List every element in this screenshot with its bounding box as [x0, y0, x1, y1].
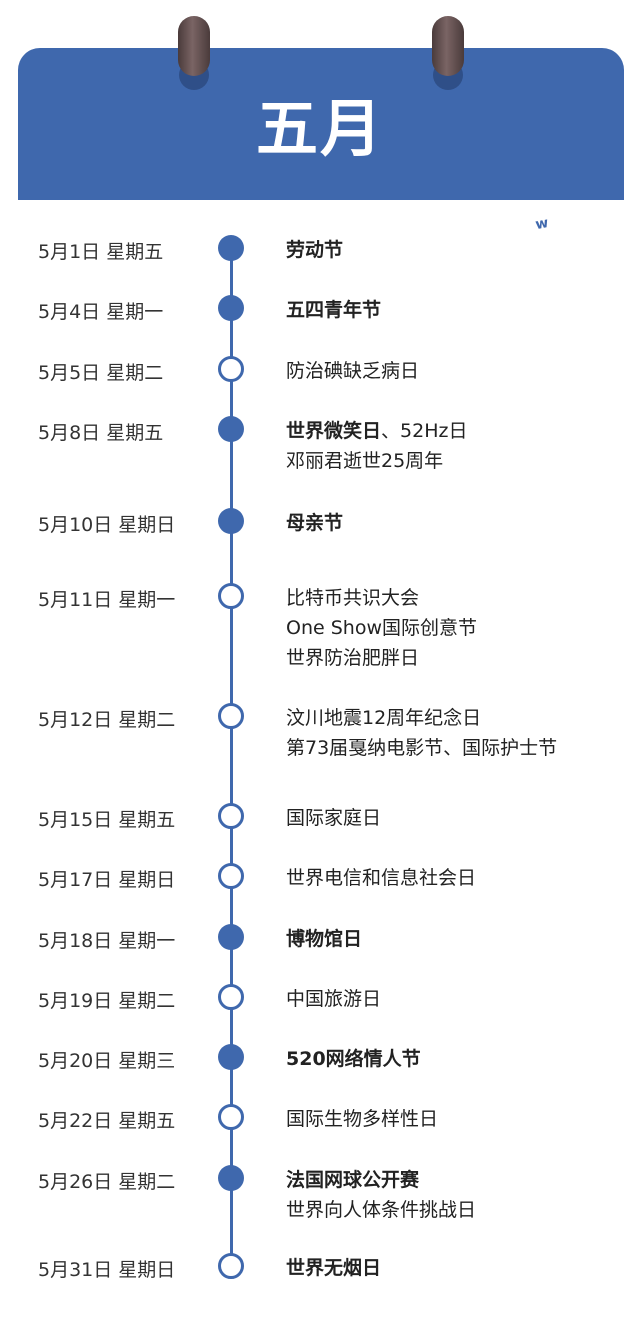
filled-dot-icon [218, 235, 244, 261]
event-line: 防治碘缺乏病日 [286, 356, 616, 386]
event-line: 母亲节 [286, 508, 616, 538]
hollow-dot-icon [218, 356, 244, 382]
event-line: 世界向人体条件挑战日 [286, 1195, 616, 1225]
event-title: 母亲节 [286, 512, 344, 534]
brand-logo-icon: w [528, 208, 556, 239]
event-line: 国际家庭日 [286, 803, 616, 833]
event-date: 5月26日 星期二 [38, 1171, 176, 1193]
event-line: One Show国际创意节 [286, 613, 616, 643]
event-line: 邓丽君逝世25周年 [286, 446, 616, 476]
event-line: 汶川地震12周年纪念日 [286, 703, 616, 733]
event-line: 五四青年节 [286, 295, 616, 325]
event-description: 比特币共识大会 One Show国际创意节世界防治肥胖日 [286, 583, 616, 673]
event-date: 5月20日 星期三 [38, 1050, 176, 1072]
event-line: 世界微笑日、52Hz日 [286, 416, 616, 446]
event-title: 博物馆日 [286, 928, 363, 950]
brand-tagline: 做微信 的 深度运营者 [558, 224, 621, 241]
event-line: 世界无烟日 [286, 1253, 616, 1283]
event-description: 防治碘缺乏病日 [286, 356, 616, 386]
event-title: 五四青年节 [286, 299, 382, 321]
hollow-dot-icon [218, 863, 244, 889]
event-date: 5月4日 星期一 [38, 301, 164, 323]
event-title: 比特币共识大会 [286, 587, 420, 609]
event-date: 5月17日 星期日 [38, 869, 176, 891]
event-date: 5月11日 星期一 [38, 589, 176, 611]
event-line: 法国网球公开赛 [286, 1165, 616, 1195]
event-title: 国际家庭日 [286, 807, 382, 829]
event-title: 防治碘缺乏病日 [286, 360, 420, 382]
event-description: 博物馆日 [286, 924, 616, 954]
calendar-header: w 微呆猫 做微信 的 深度运营者 [18, 48, 624, 241]
event-title: 世界电信和信息社会日 [286, 867, 477, 889]
hollow-dot-icon [218, 1253, 244, 1279]
event-date: 5月8日 星期五 [38, 422, 164, 444]
filled-dot-icon [218, 508, 244, 534]
event-title: 520网络情人节 [286, 1048, 421, 1070]
event-line: 世界电信和信息社会日 [286, 863, 616, 893]
brand-name: 微呆猫 [558, 204, 610, 224]
event-title: 世界防治肥胖日 [286, 647, 420, 669]
event-line: 520网络情人节 [286, 1044, 616, 1074]
event-date: 5月12日 星期二 [38, 709, 176, 731]
event-date: 5月10日 星期日 [38, 514, 176, 536]
event-description: 中国旅游日 [286, 984, 616, 1014]
binder-ring-right-icon [432, 16, 464, 76]
event-title: 世界微笑日 [286, 420, 382, 442]
event-line: 世界防治肥胖日 [286, 643, 616, 673]
event-title: 邓丽君逝世25周年 [286, 450, 444, 472]
hollow-dot-icon [218, 803, 244, 829]
event-title: One Show国际创意节 [286, 617, 477, 639]
event-description: 母亲节 [286, 508, 616, 538]
event-line: 劳动节 [286, 235, 616, 265]
event-description: 520网络情人节 [286, 1044, 616, 1074]
event-title: 劳动节 [286, 239, 344, 261]
filled-dot-icon [218, 295, 244, 321]
event-date: 5月5日 星期二 [38, 362, 164, 384]
event-date: 5月18日 星期一 [38, 930, 176, 952]
event-date: 5月1日 星期五 [38, 241, 164, 263]
event-date: 5月15日 星期五 [38, 809, 176, 831]
event-date: 5月19日 星期二 [38, 990, 176, 1012]
event-description: 汶川地震12周年纪念日第73届戛纳电影节、国际护士节 [286, 703, 616, 763]
hollow-dot-icon [218, 583, 244, 609]
event-title: 世界无烟日 [286, 1257, 382, 1279]
event-date: 5月31日 星期日 [38, 1259, 176, 1281]
event-line: 比特币共识大会 [286, 583, 616, 613]
event-line: 博物馆日 [286, 924, 616, 954]
event-date: 5月22日 星期五 [38, 1110, 176, 1132]
filled-dot-icon [218, 924, 244, 950]
filled-dot-icon [218, 1044, 244, 1070]
event-title: 第73届戛纳电影节、国际护士节 [286, 737, 558, 759]
month-title: 五月 [255, 92, 384, 165]
filled-dot-icon [218, 416, 244, 442]
event-title: 中国旅游日 [286, 988, 382, 1010]
event-description: 国际家庭日 [286, 803, 616, 833]
hollow-dot-icon [218, 984, 244, 1010]
event-title: 汶川地震12周年纪念日 [286, 707, 482, 729]
hollow-dot-icon [218, 1104, 244, 1130]
event-line: 第73届戛纳电影节、国际护士节 [286, 733, 616, 763]
event-description: 世界无烟日 [286, 1253, 616, 1283]
event-title: 法国网球公开赛 [286, 1169, 420, 1191]
event-description: 劳动节 [286, 235, 616, 265]
filled-dot-icon [218, 1165, 244, 1191]
event-title: 世界向人体条件挑战日 [286, 1199, 477, 1221]
event-description: 法国网球公开赛世界向人体条件挑战日 [286, 1165, 616, 1225]
timeline-line [230, 248, 233, 1266]
binder-ring-left-icon [178, 16, 210, 76]
brand-logo: w 微呆猫 做微信 的 深度运营者 [528, 204, 624, 241]
event-description: 国际生物多样性日 [286, 1104, 616, 1134]
hollow-dot-icon [218, 703, 244, 729]
event-title-suffix: 、52Hz日 [381, 420, 468, 442]
event-description: 世界电信和信息社会日 [286, 863, 616, 893]
event-line: 中国旅游日 [286, 984, 616, 1014]
event-line: 国际生物多样性日 [286, 1104, 616, 1134]
event-title: 国际生物多样性日 [286, 1108, 439, 1130]
event-description: 世界微笑日、52Hz日邓丽君逝世25周年 [286, 416, 616, 476]
event-description: 五四青年节 [286, 295, 616, 325]
